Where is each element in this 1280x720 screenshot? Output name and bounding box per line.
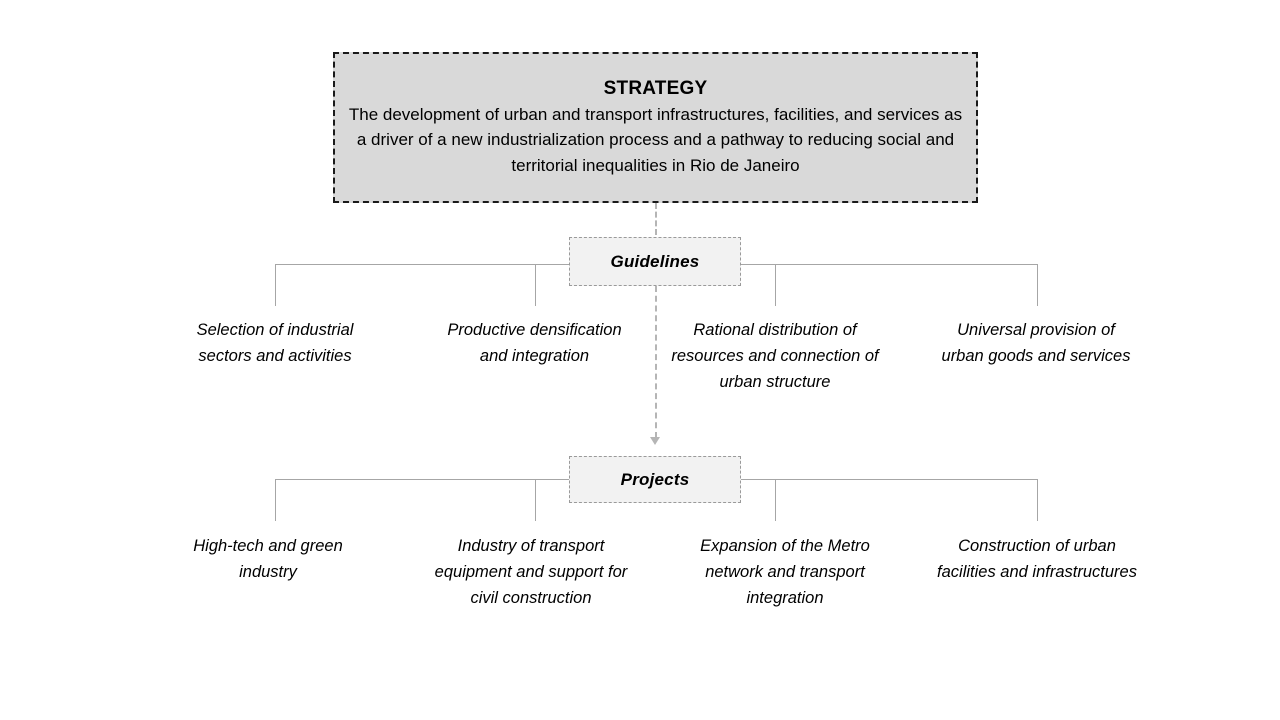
projects-item-3: Expansion of the Metro network and trans…	[700, 537, 870, 608]
guidelines-drop-2	[535, 264, 536, 306]
projects-connector-right-rail	[741, 479, 1037, 480]
strategy-box: STRATEGY The development of urban and tr…	[333, 52, 978, 203]
projects-box: Projects	[569, 456, 741, 503]
arrowhead-projects-icon	[650, 437, 660, 445]
projects-drop-4	[1037, 479, 1038, 521]
projects-item-4: Construction of urban facilities and inf…	[937, 537, 1137, 582]
guidelines-item-3: Rational distribution of resources and c…	[671, 321, 879, 392]
projects-drop-3	[775, 479, 776, 521]
projects-item-1: High-tech and green industry	[193, 537, 343, 582]
projects-connector-left-rail	[275, 479, 569, 480]
guidelines-drop-4	[1037, 264, 1038, 306]
guidelines-connector-right-rail	[741, 264, 1037, 265]
projects-label: Projects	[620, 469, 690, 489]
strategy-description: The development of urban and transport i…	[348, 104, 963, 176]
guidelines-item-2: Productive densification and integration	[447, 321, 622, 366]
guidelines-connector-left-rail	[275, 264, 569, 265]
projects-drop-1	[275, 479, 276, 521]
guidelines-box: Guidelines	[569, 237, 741, 286]
guidelines-drop-3	[775, 264, 776, 306]
connector-guidelines-to-projects	[655, 286, 657, 438]
guidelines-label: Guidelines	[610, 251, 700, 271]
guidelines-drop-1	[275, 264, 276, 306]
strategy-heading: STRATEGY	[603, 77, 708, 99]
connector-strategy-to-guidelines	[655, 203, 657, 235]
projects-item-2: Industry of transport equipment and supp…	[434, 537, 628, 608]
projects-drop-2	[535, 479, 536, 521]
guidelines-item-1: Selection of industrial sectors and acti…	[196, 321, 354, 366]
guidelines-item-4: Universal provision of urban goods and s…	[941, 321, 1131, 366]
